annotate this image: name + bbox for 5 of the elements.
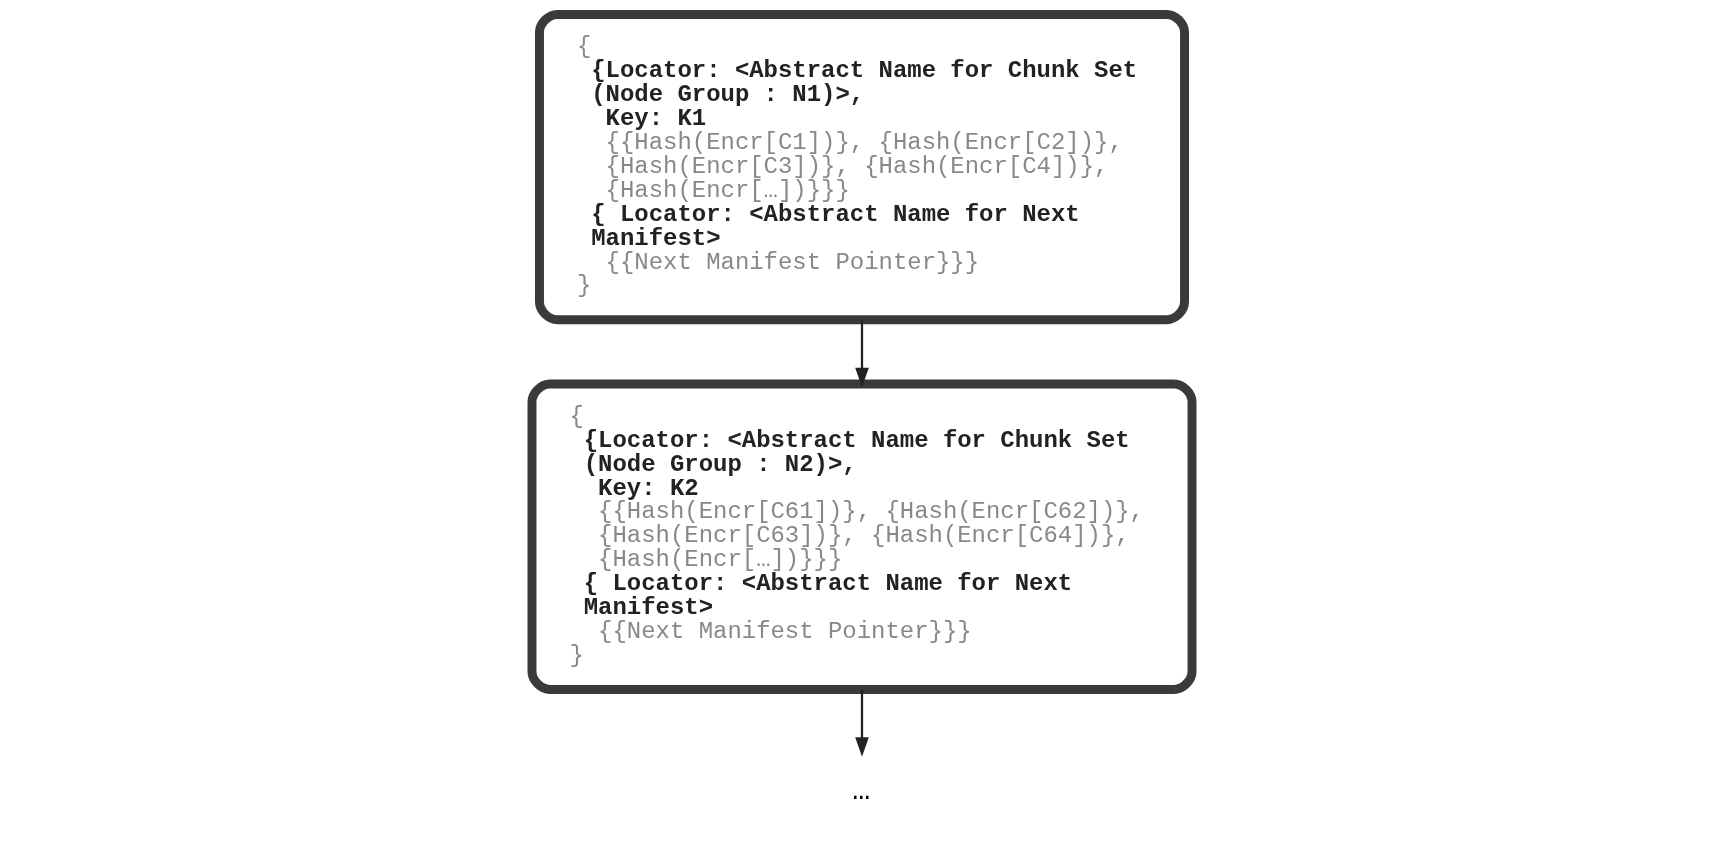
arrow bbox=[855, 319, 869, 388]
node-box: { {Locator: <Abstract Name for Chunk Set (Node Group : N2)>, Key: K2 {{Hash(Encr[C61])}, {Hash(Encr[C62])}, {Hash(Encr[C63])}, {Hash(Encr[C64])}, {Hash(Encr[…])}}} { Locator: <Abstract Name for Next Manifest> {{Next Manifest Pointer}}} } bbox=[527, 379, 1197, 694]
node-text: … bbox=[852, 773, 871, 808]
arrow bbox=[855, 689, 869, 757]
node-box: { {Locator: <Abstract Name for Chunk Set (Node Group : N1)>, Key: K1 {{Hash(Encr[C1])}, {Hash(Encr[C2])}, {Hash(Encr[C3])}, {Hash(Encr[C4])}, {Hash(Encr[…])}}} { Locator: <Abstract Name for Next Manifest> {{Next Manifest Pointer}}} } bbox=[535, 9, 1189, 325]
